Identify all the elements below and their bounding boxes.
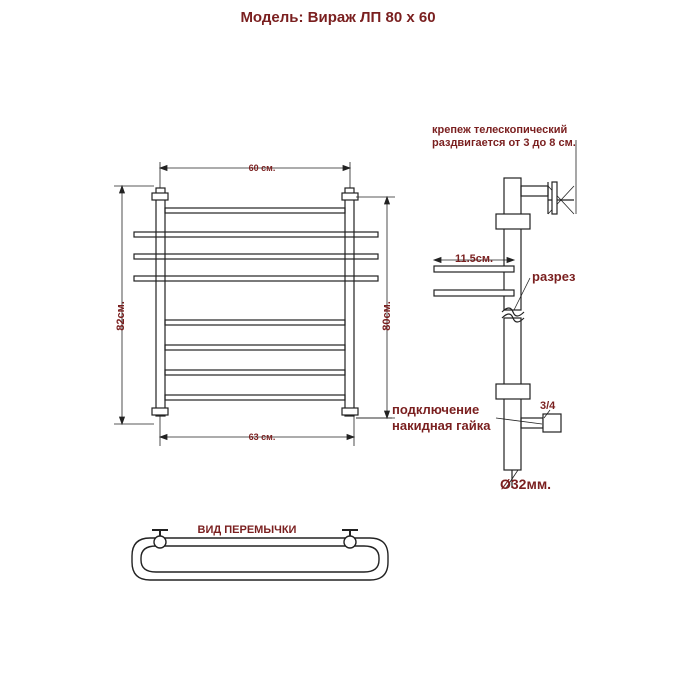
right-top-bracket [341,192,359,201]
jumper-label: ВИД ПЕРЕМЫЧКИ [198,524,297,536]
rung [164,369,346,376]
left-post [155,187,166,417]
connection-label-line1: подключение [392,402,479,417]
rung [164,319,346,326]
side-view [433,140,577,488]
jumper-nut-left [153,535,167,549]
telescopic-mount [520,185,549,197]
mount-label-line1: крепеж телескопический [432,124,567,136]
side-dimensions [356,256,551,489]
cut-label: разрез [532,269,576,284]
dimension-width-top: 60 см. [249,163,276,173]
jumper-loop-inner [140,545,380,573]
rung [164,207,346,214]
rung [164,394,346,401]
jumper-nut-right [343,535,357,549]
side-shelf [433,289,515,297]
upper-nut [495,213,531,230]
cut-break [501,307,525,317]
left-bottom-bracket [151,407,169,416]
page-title: Модель: Вираж ЛП 80 х 60 [240,9,435,26]
dimension-height-outer: 82см. [115,301,127,331]
shelf-rung [133,253,379,260]
dimension-width-bottom: 63 см. [249,432,276,442]
dimension-height-inner: 80см. [381,301,393,331]
mount-label-line2: раздвигается от 3 до 8 см. [432,137,576,149]
lower-nut [495,383,531,400]
jumper-view [131,529,389,581]
front-view [133,187,379,417]
jumper-loop-outer [131,537,389,581]
connection-label-line2: накидная гайка [392,418,491,433]
right-post [344,187,355,417]
side-shelf [433,265,515,273]
rung [164,344,346,351]
pipe-diameter-label: Ø32мм. [500,476,551,492]
thread-size-label: 3/4 [540,400,556,412]
shelf-rung [133,275,379,282]
dimension-shelf-depth: 11.5см. [455,253,493,265]
left-top-bracket [151,192,169,201]
right-bottom-bracket [341,407,359,416]
shelf-rung [133,231,379,238]
